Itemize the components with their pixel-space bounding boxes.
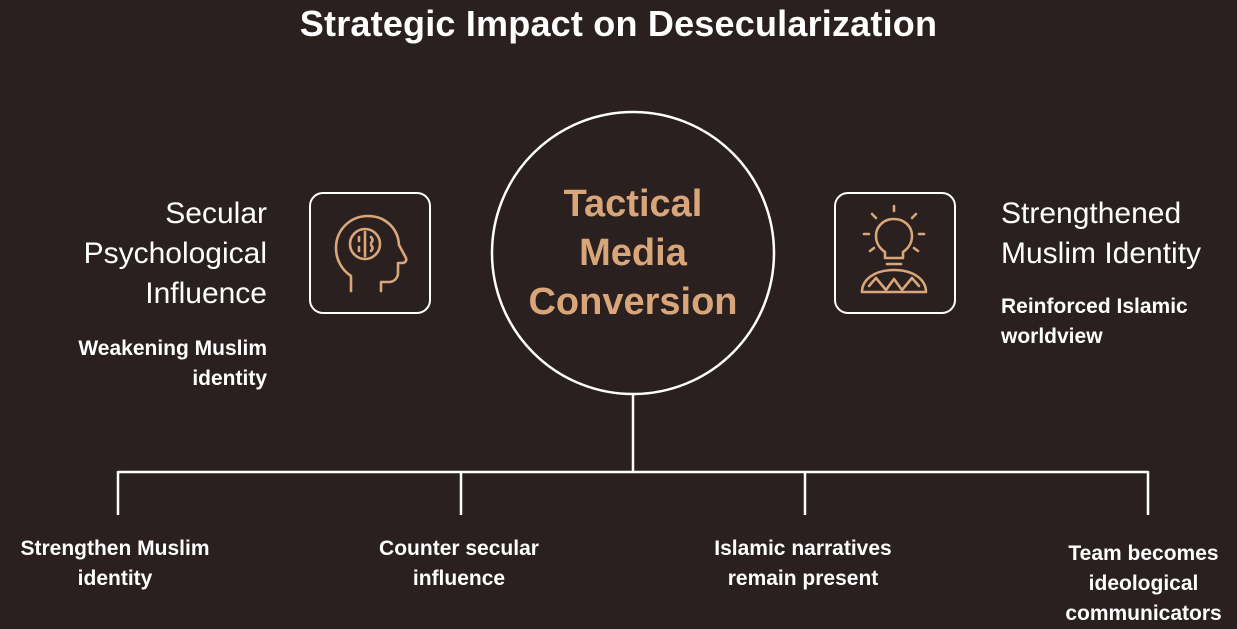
center-line-1: Tactical <box>563 182 703 225</box>
outcome-3-line-2: remain present <box>727 567 879 590</box>
lightbulb-person-icon-box <box>834 192 956 314</box>
left-title-line-1: Secular <box>165 197 267 230</box>
outcome-label-3: Islamic narratives remain present <box>691 534 915 594</box>
outcome-3-line-1: Islamic narratives <box>714 537 892 560</box>
outcome-4-line-1: Team becomes <box>1068 542 1219 565</box>
left-node-title: Secular Psychological Influence <box>7 194 267 314</box>
outcome-label-4: Team becomes ideological communicators <box>1050 539 1237 629</box>
center-line-2: Media <box>579 231 687 274</box>
lightbulb-person-icon <box>860 204 928 294</box>
outcome-1-line-2: identity <box>77 567 153 590</box>
left-node-subtitle: Weakening Muslim identity <box>7 334 267 394</box>
outcome-1-line-1: Strengthen Muslim <box>20 537 210 560</box>
head-profile-icon <box>334 214 408 293</box>
right-title-line-1: Strengthened <box>1001 197 1182 230</box>
left-title-line-2: Psychological <box>83 237 267 270</box>
right-sub-line-2: worldview <box>1001 325 1103 348</box>
outcome-4-line-3: communicators <box>1065 602 1222 625</box>
left-sub-line-2: identity <box>192 367 267 390</box>
diagram-title: Strategic Impact on Desecularization <box>299 3 938 44</box>
right-node-subtitle: Reinforced Islamic worldview <box>1001 292 1231 352</box>
right-sub-line-1: Reinforced Islamic <box>1001 295 1188 318</box>
outcome-4-line-2: ideological <box>1088 572 1199 595</box>
right-node-title: Strengthened Muslim Identity <box>1001 194 1237 274</box>
center-line-3: Conversion <box>528 280 738 323</box>
head-profile-icon-box <box>309 192 431 314</box>
outcome-2-line-1: Counter secular <box>379 537 539 560</box>
right-title-line-2: Muslim Identity <box>1001 237 1202 270</box>
center-node-label: Tactical Media Conversion <box>492 112 774 394</box>
outcome-2-line-2: influence <box>412 567 506 590</box>
outcome-label-1: Strengthen Muslim identity <box>0 534 230 594</box>
outcome-label-2: Counter secular influence <box>356 534 562 594</box>
left-title-line-3: Influence <box>145 277 267 310</box>
left-sub-line-1: Weakening Muslim <box>78 337 267 360</box>
